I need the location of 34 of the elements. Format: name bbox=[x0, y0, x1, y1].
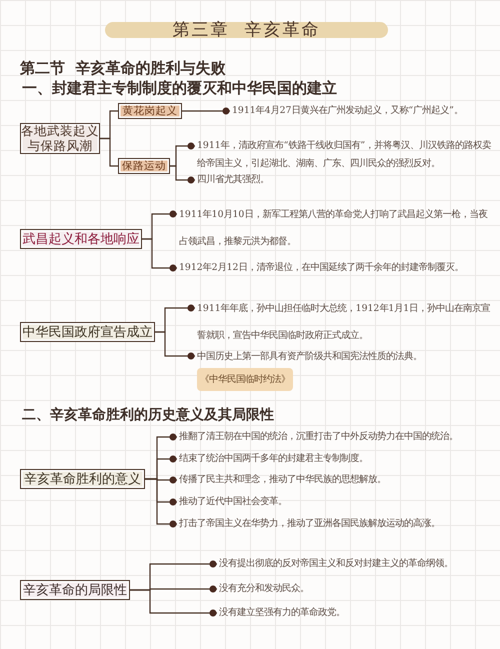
bullet-text: 1911年，清政府宣布“铁路干线收归国有”，并将粤汉、川汉铁路的路权卖给帝国主义，引起湖北、湖南、广东、四川民众的强烈反对。 bbox=[197, 137, 493, 173]
topic-box: 保路运动 bbox=[118, 158, 170, 174]
bullet-text: 传播了民主共和理念，推动了中华民族的思想解放。 bbox=[179, 472, 479, 488]
bullet-text: 1912年2月12日，清帝退位，在中国延续了两千余年的封建帝制覆灭。 bbox=[179, 260, 489, 276]
bullet-connector bbox=[170, 165, 195, 184]
title-banner: 第三章 辛亥革命 bbox=[105, 22, 388, 38]
bullet-connector bbox=[145, 478, 177, 528]
bullet-text: 1911年10月10日，新军工程第八营的革命党人打响了武昌起义第一枪，当夜占领武昌，推黎元洪为都督。 bbox=[179, 200, 489, 254]
bullet-text: 四川省尤其强烈。 bbox=[197, 172, 397, 188]
bullet-text: 推动了近代中国社会变革。 bbox=[179, 494, 479, 510]
bullet-text: 1911年年底，孙中山担任临时大总统，1912年1月1日，孙中山在南京宣誓就职，宣告中华民国临时政府正式成立。 bbox=[197, 294, 493, 348]
subsection-heading: 一、封建君主专制制度的覆灭和中华民国的建立 bbox=[22, 78, 337, 98]
bullet-text: 打击了帝国主义在华势力，推动了亚洲各国民族解放运动的高涨。 bbox=[179, 516, 499, 532]
highlighted-text: 《中华民国临时约法》 bbox=[197, 368, 293, 390]
bullet-text: 推翻了清王朝在中国的统治，沉重打击了中外反动势力在中国的统治。 bbox=[179, 429, 499, 445]
bullet-connector bbox=[182, 108, 230, 114]
connector-line bbox=[100, 138, 118, 167]
topic-box: 辛亥革命的局限性 bbox=[20, 580, 130, 600]
bullet-text: 没有提出彻底的反对帝国主义和反对封建主义的革命纲领。 bbox=[219, 556, 499, 572]
bullet-text: 结束了统治中国两千多年的封建君主专制制度。 bbox=[179, 451, 479, 467]
section-heading: 第二节 辛亥革命的胜利与失败 bbox=[20, 58, 226, 78]
topic-box: 黄花岗起义 bbox=[118, 103, 182, 119]
bullet-text: 没有建立坚强有力的革命政党。 bbox=[219, 605, 419, 621]
topic-box: 中华民国政府宣告成立 bbox=[20, 322, 155, 342]
subsection-heading: 二、辛亥革命胜利的历史意义及其局限性 bbox=[22, 406, 274, 425]
bullet-connector bbox=[130, 589, 217, 616]
topic-box: 辛亥革命胜利的意义 bbox=[20, 469, 145, 489]
topic-box: 各地武装起义与保路风潮 bbox=[20, 123, 100, 154]
bullet-connector bbox=[155, 331, 195, 360]
bullet-connector bbox=[142, 238, 177, 272]
bullet-text: 1911年4月27日黄兴在广州发动起义，又称“广州起义”。 bbox=[232, 103, 492, 119]
bullet-text: 中国历史上第一部具有资产阶级共和国宪法性质的法典。 bbox=[197, 350, 423, 364]
topic-box: 武昌起义和各地响应 bbox=[20, 229, 142, 249]
bullet-text: 没有充分和发动民众。 bbox=[219, 581, 419, 597]
